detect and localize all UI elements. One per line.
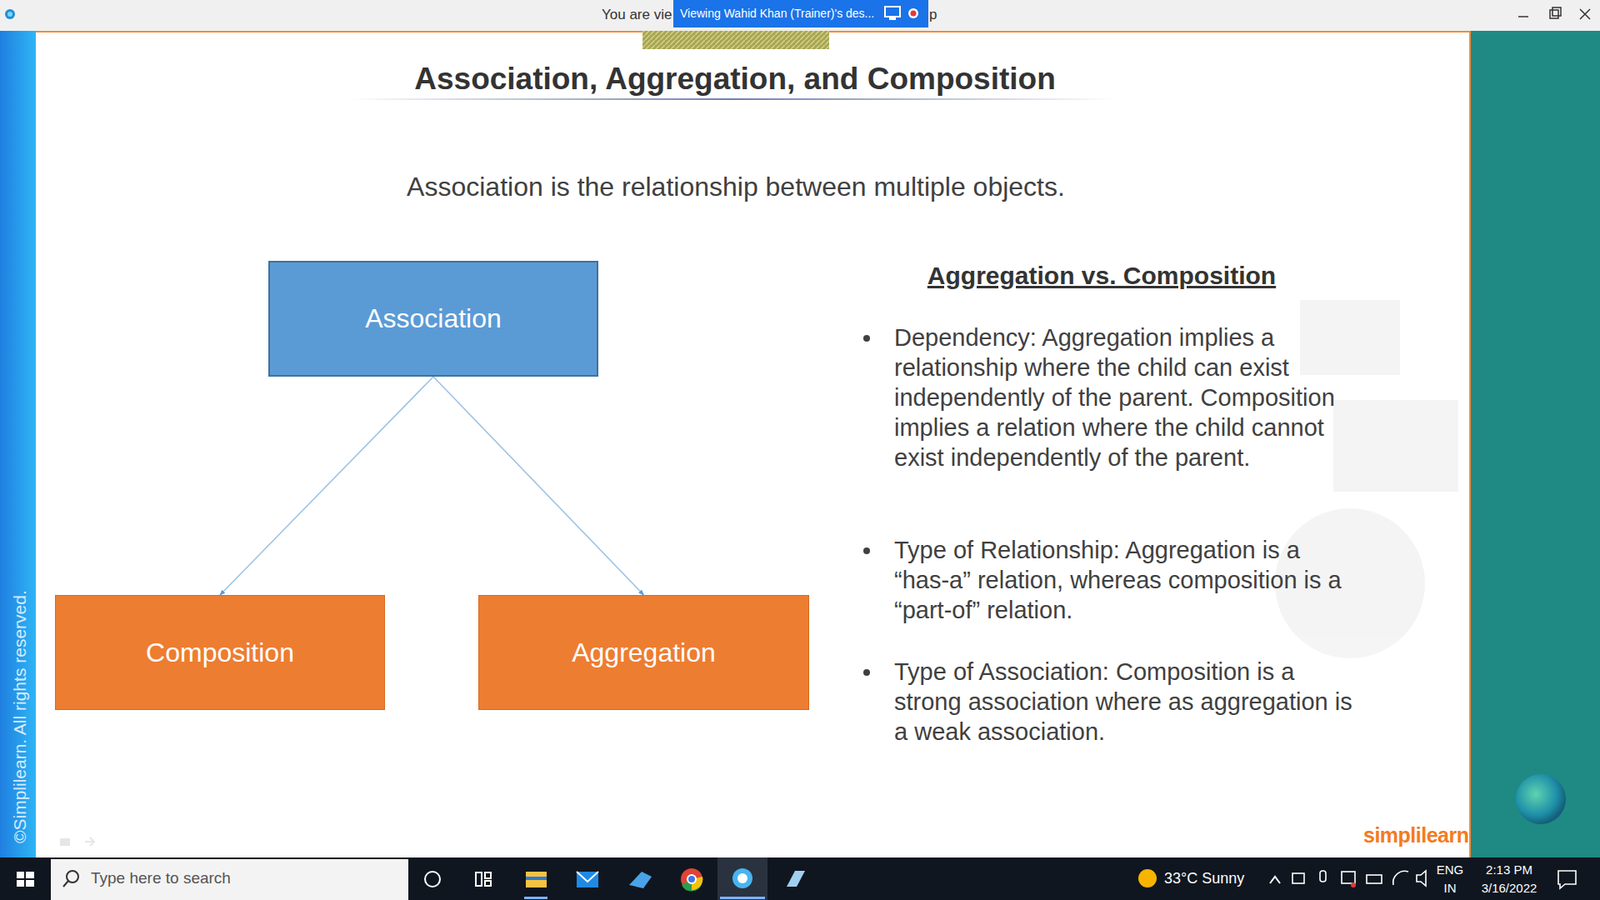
clock-time: 2:13 PM [1485, 862, 1533, 877]
right-panel [1470, 30, 1600, 858]
assistant-orb [1515, 774, 1566, 825]
bullet-dot [863, 669, 870, 676]
hatch-bar [642, 30, 830, 50]
app-icon [5, 9, 15, 20]
zoom-like-icon [732, 868, 753, 889]
minimize-button [1518, 15, 1529, 18]
bullet-text: Type of Relationship: Aggregation is a “… [894, 535, 1361, 625]
nav-icon [85, 837, 95, 846]
window-title: You are vie [601, 6, 672, 24]
tray-chevron [1270, 876, 1280, 884]
running-indicator [720, 896, 765, 900]
language: ENG [1436, 862, 1465, 877]
clock-date: 3/16/2022 [1481, 880, 1538, 895]
zoom-like-icon [737, 873, 748, 884]
start-button [16, 871, 35, 887]
keyboard-region: IN [1444, 880, 1457, 895]
bullet-text: Dependency: Aggregation implies a relati… [894, 322, 1361, 473]
explorer-icon [525, 871, 547, 888]
bullet-dot [863, 335, 870, 342]
window-border [1469, 30, 1471, 858]
screen-icon [885, 6, 900, 17]
box-text-holder: Association [365, 303, 502, 335]
restore-button [1552, 7, 1561, 16]
explorer-icon [525, 876, 547, 880]
search-box [50, 859, 409, 900]
active-app [717, 857, 768, 900]
app-icon [7, 11, 13, 17]
task-view-icon [475, 872, 491, 886]
box-label: Composition [145, 637, 295, 669]
connector [220, 376, 434, 595]
title-rule [346, 98, 1118, 100]
weather-icon [1138, 869, 1157, 888]
search-icon [66, 870, 79, 883]
bullet-dot [863, 547, 870, 555]
bullet-text: Type of Association: Composition is a st… [894, 656, 1361, 747]
brand-logo: simplilearn [1363, 823, 1470, 848]
notification-icon [1558, 870, 1576, 889]
search-icon [63, 880, 69, 887]
search-placeholder: Type here to search [90, 869, 231, 888]
association-box: Association [268, 260, 599, 377]
aggregation-box: Aggregation [478, 595, 810, 710]
viewing-banner-text: Viewing Wahid Khan (Trainer)'s des... [680, 6, 875, 20]
tray-icons [1292, 870, 1426, 886]
weather-text: 33°C Sunny [1164, 870, 1245, 888]
composition-box: Composition [55, 595, 385, 710]
record-icon [908, 8, 919, 19]
title-bar [0, 0, 1600, 31]
record-icon [910, 10, 917, 17]
mail-icon [576, 871, 599, 888]
restore-button [1550, 10, 1559, 19]
taskbar [0, 857, 1600, 900]
viewing-banner [673, 0, 929, 28]
mail-icon [576, 871, 599, 882]
subtitle: Association is the relationship between … [406, 171, 1065, 203]
background-illustration [1275, 300, 1459, 659]
watermark: ©Simplilearn. All rights reserved. [10, 590, 30, 844]
connector [433, 376, 645, 595]
box-label: Aggregation [571, 637, 716, 669]
chrome-icon [687, 875, 696, 884]
close-button [1580, 9, 1590, 20]
cortana-icon [425, 871, 440, 887]
tray-badge [1350, 882, 1356, 888]
app-icon [786, 870, 805, 887]
window-title: p [929, 6, 937, 24]
box-text-holder: Composition [145, 637, 295, 669]
left-strip [0, 30, 36, 858]
app-icon [629, 871, 652, 889]
nav-icon [60, 838, 70, 846]
slide-title: Association, Aggregation, and Compositio… [414, 61, 1055, 97]
screen-icon [889, 17, 896, 20]
box-text-holder: Aggregation [571, 637, 716, 669]
section-heading: Aggregation vs. Composition [927, 261, 1276, 290]
box-label: Association [365, 303, 502, 335]
running-indicator [524, 896, 548, 900]
